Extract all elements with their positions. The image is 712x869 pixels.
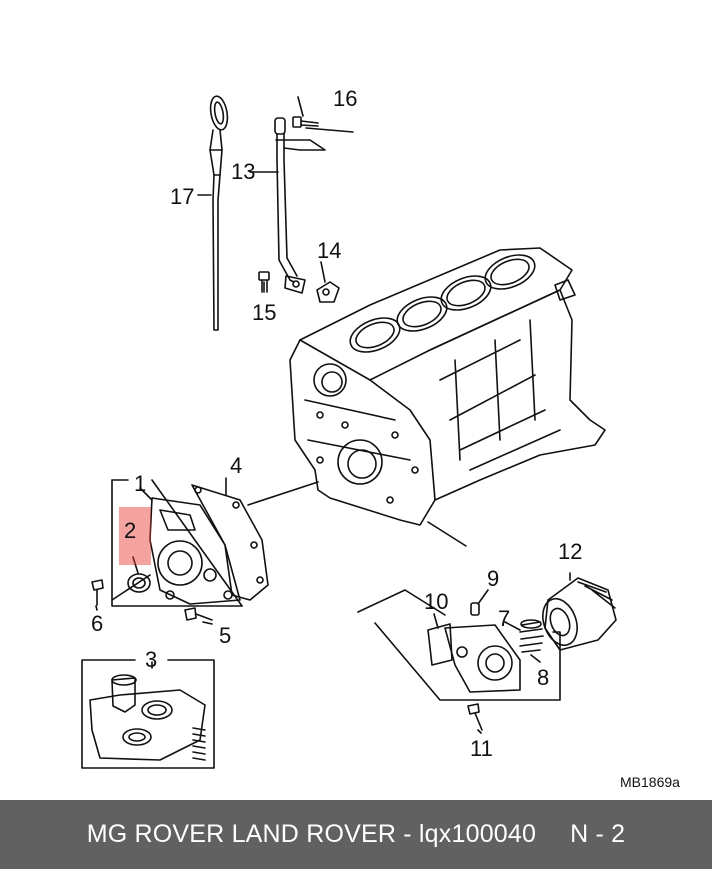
callout-10: 10 (424, 589, 448, 614)
callout-labels: 16 13 17 14 15 4 1 2 6 5 3 12 9 10 7 8 1… (91, 86, 680, 790)
spring-8-part (519, 619, 544, 653)
callout-15: 15 (252, 300, 276, 325)
gasket-14-part (316, 281, 340, 303)
oil-seal-2-part (127, 573, 151, 593)
callout-14: 14 (317, 238, 341, 263)
pickup-box-frame (81, 659, 215, 769)
filter-adapter-part (427, 623, 521, 693)
dipstick-tube-part (274, 117, 354, 294)
callout-8: 8 (537, 665, 549, 690)
callout-11: 11 (470, 736, 493, 761)
diagram-reference: MB1869a (620, 774, 680, 790)
callout-1: 1 (134, 471, 146, 496)
callout-9: 9 (487, 566, 499, 591)
callout-6: 6 (91, 611, 103, 636)
callout-3: 3 (145, 647, 157, 672)
callout-16: 16 (333, 86, 357, 111)
bolt-16-part (292, 116, 319, 128)
footer-banner: MG ROVER LAND ROVER - lqx100040 N - 2 (0, 800, 712, 869)
dipstick-part (209, 95, 229, 331)
leader-block-pump (247, 481, 319, 506)
bolt-15-part (258, 271, 270, 293)
callout-13: 13 (231, 159, 255, 184)
pump-gasket-4-part (191, 484, 269, 601)
oil-pump-part (149, 497, 241, 605)
bolt-5-part (184, 607, 213, 621)
bolt-6-part (91, 579, 104, 606)
filter-adapter-frame (357, 589, 561, 701)
callout-7: 7 (498, 606, 510, 631)
highlight-item-2 (119, 507, 151, 565)
engine-block-part (289, 247, 606, 526)
leader-block-filter (427, 521, 467, 547)
footer-page-text: N - 2 (570, 820, 626, 848)
oil-pickup-part (89, 674, 206, 761)
bolt-11-part (467, 703, 483, 731)
footer-brand-text: MG ROVER LAND ROVER - lqx100040 (86, 820, 537, 848)
callout-5: 5 (219, 623, 231, 648)
callout-2: 2 (124, 518, 136, 543)
callout-12: 12 (558, 539, 582, 564)
plug-9-part (470, 602, 480, 616)
oil-filter-12-part (542, 577, 617, 651)
parts-diagram: 16 13 17 14 15 4 1 2 6 5 3 12 9 10 7 8 1… (81, 86, 680, 790)
callout-17: 17 (170, 184, 194, 209)
callout-4: 4 (230, 453, 242, 478)
